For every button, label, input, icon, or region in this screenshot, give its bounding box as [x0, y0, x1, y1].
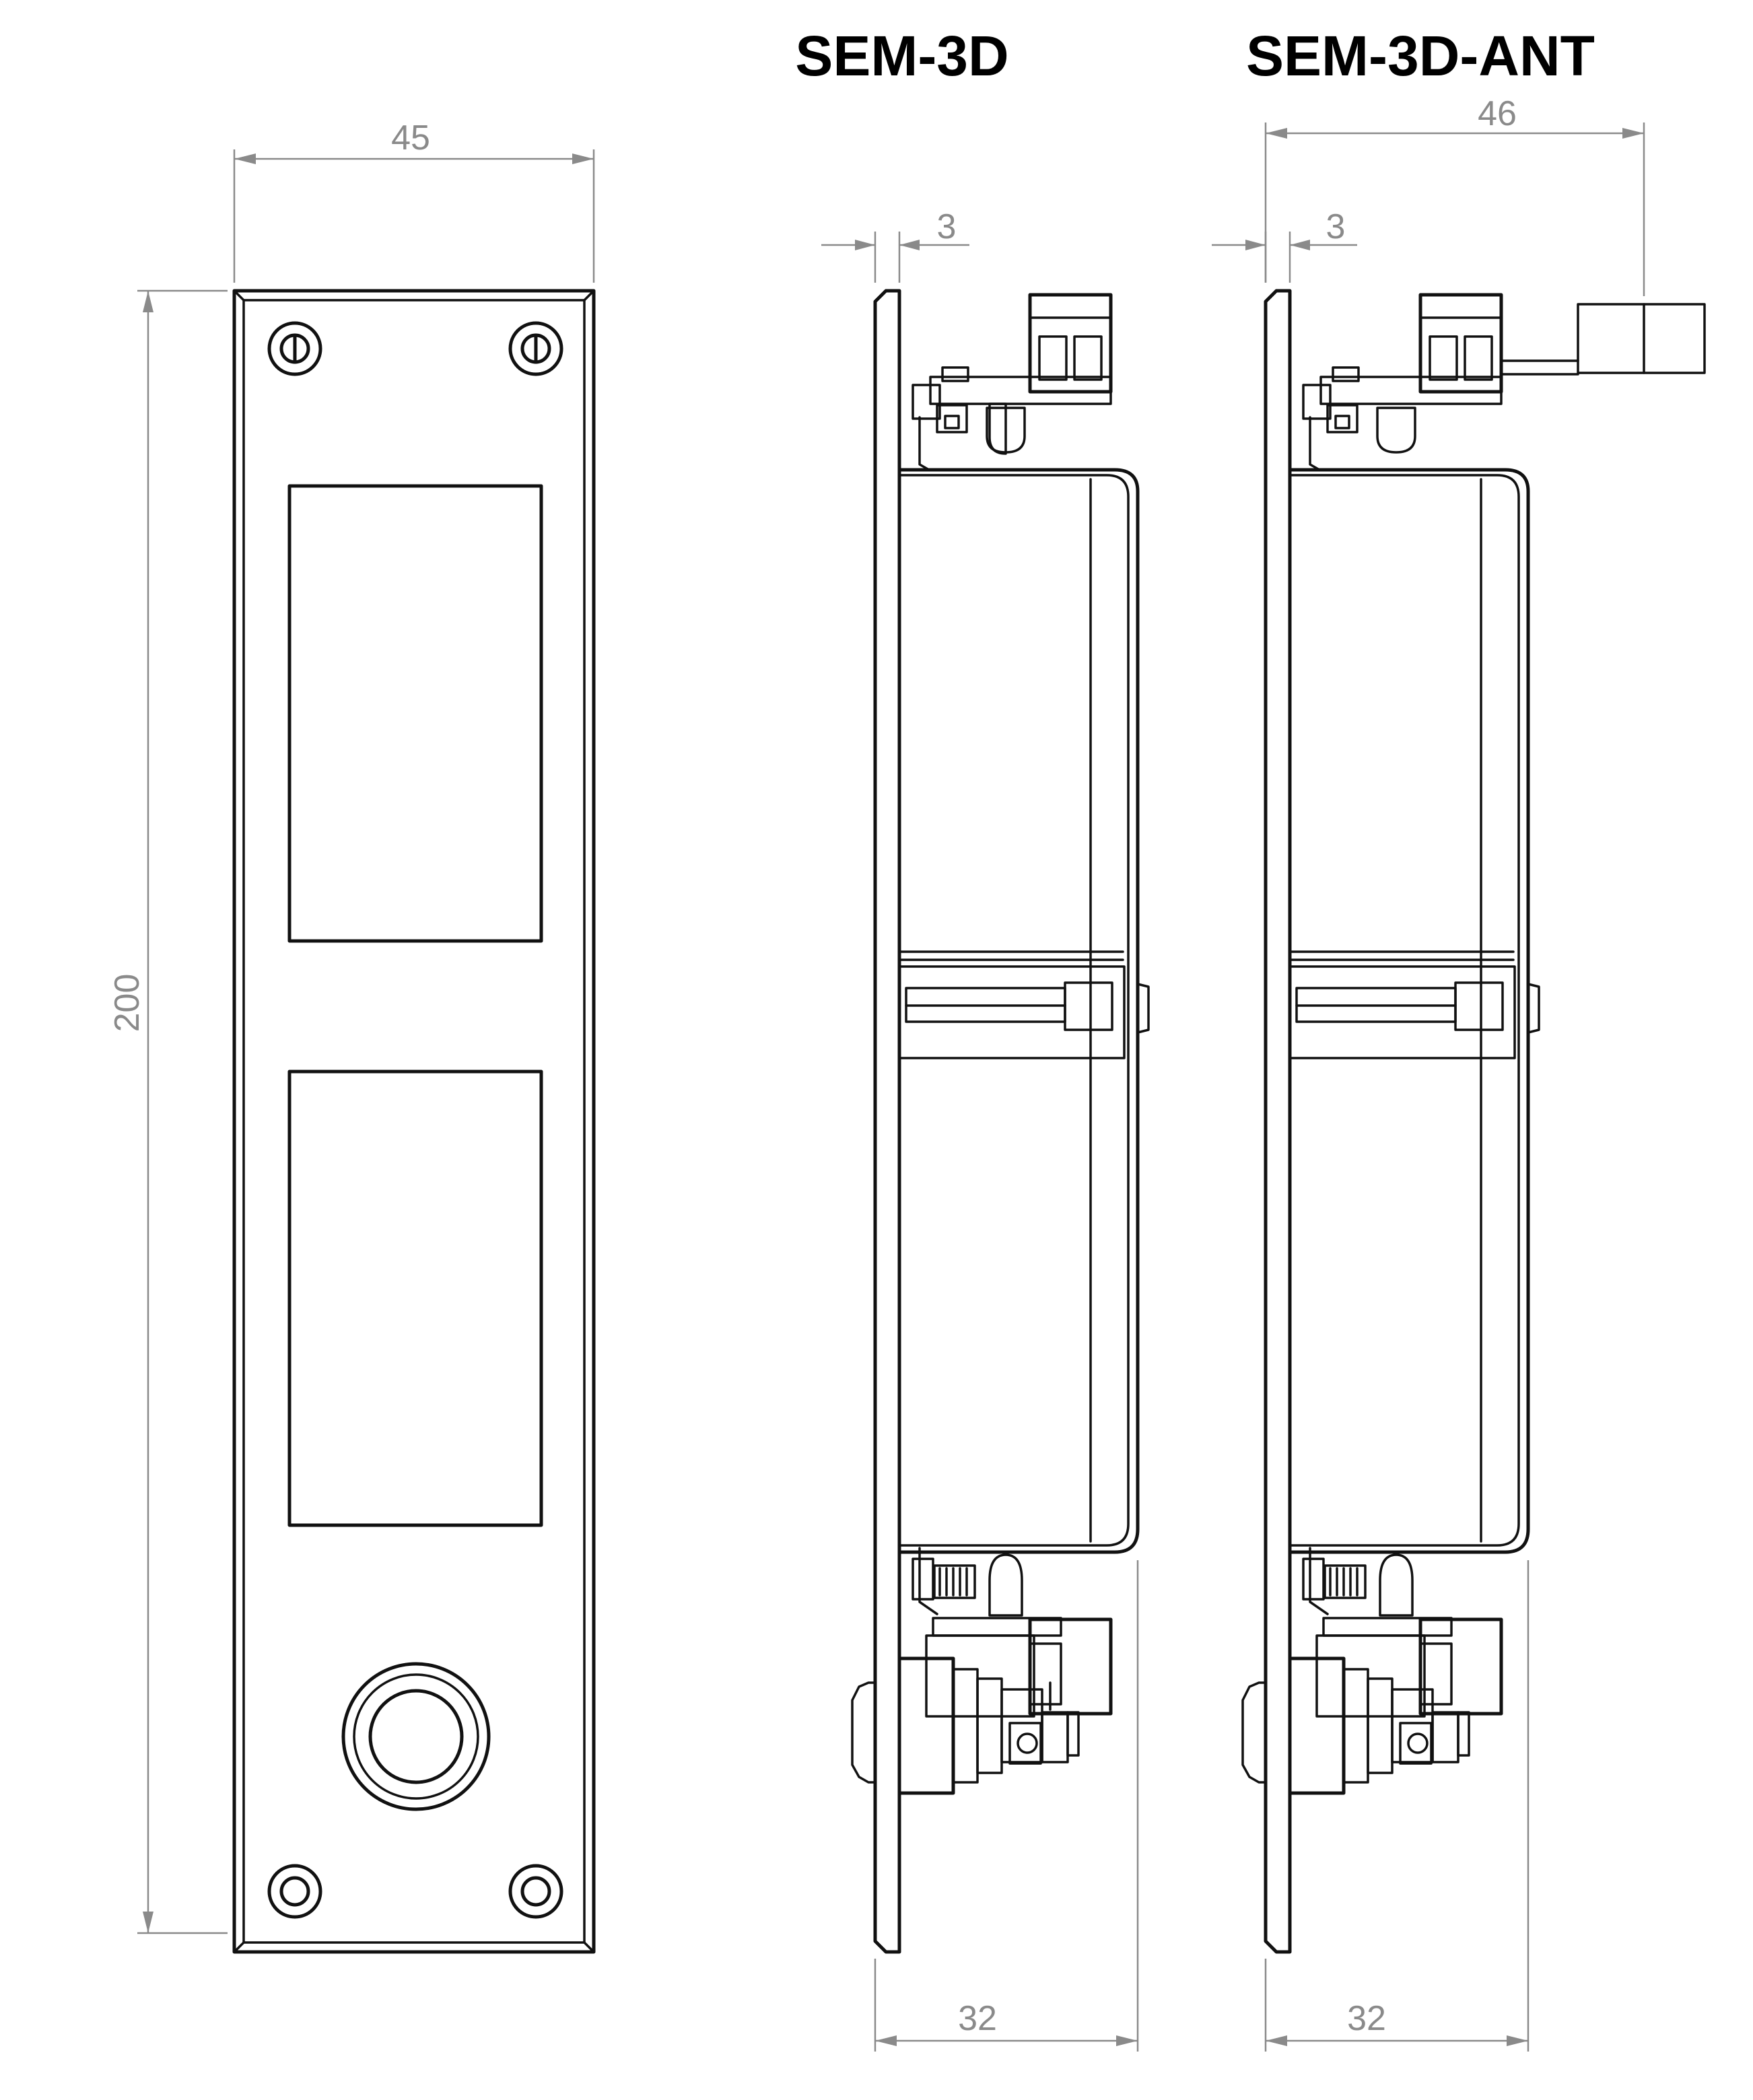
- sem-3d-title: SEM-3D: [795, 24, 1008, 88]
- antenna-module: [1500, 303, 1706, 376]
- ant-thickness-label: 3: [1326, 207, 1346, 246]
- ant-thickness-dimension: 3: [1212, 207, 1357, 283]
- ant-total-width-label: 46: [1478, 94, 1517, 133]
- side-view-sem-3d: [851, 289, 1150, 1954]
- display-window-lower: [287, 1070, 543, 1527]
- side-view-sem-3d-ant: [1241, 289, 1706, 1954]
- side-plate-sem-3d: [873, 289, 901, 1954]
- screw-bottom-left: [267, 1864, 322, 1919]
- screw-bottom-right: [508, 1864, 563, 1919]
- screw-top-right: [508, 321, 563, 376]
- front-plate-inner: [242, 299, 586, 1944]
- ant-depth-label: 32: [1347, 1999, 1386, 2038]
- front-view: [232, 289, 596, 1954]
- ant-total-width-dimension: 46: [1264, 94, 1645, 296]
- push-button: [341, 1662, 491, 1811]
- front-height-label: 200: [108, 974, 147, 1032]
- front-height-dimension: 200: [108, 289, 228, 1934]
- screw-top-left: [267, 321, 322, 376]
- sem-3d-depth-label: 32: [958, 1999, 997, 2038]
- front-width-dimension: 45: [233, 118, 595, 283]
- terminal-block-sem-3d-ant: [1418, 293, 1503, 394]
- sem-3d-depth-dimension: 32: [874, 1560, 1139, 2052]
- front-width-label: 45: [391, 118, 430, 158]
- sem-3d-thickness-label: 3: [937, 207, 957, 246]
- front-plate-outer: [232, 289, 596, 1954]
- side-plate-sem-3d-ant: [1264, 289, 1292, 1954]
- display-window-upper: [287, 484, 543, 943]
- sem-3d-ant-title: SEM-3D-ANT: [1246, 24, 1595, 88]
- terminal-block-sem-3d: [1028, 293, 1113, 394]
- ant-depth-dimension: 32: [1264, 1560, 1529, 2052]
- sem-3d-thickness-dimension: 3: [821, 207, 969, 283]
